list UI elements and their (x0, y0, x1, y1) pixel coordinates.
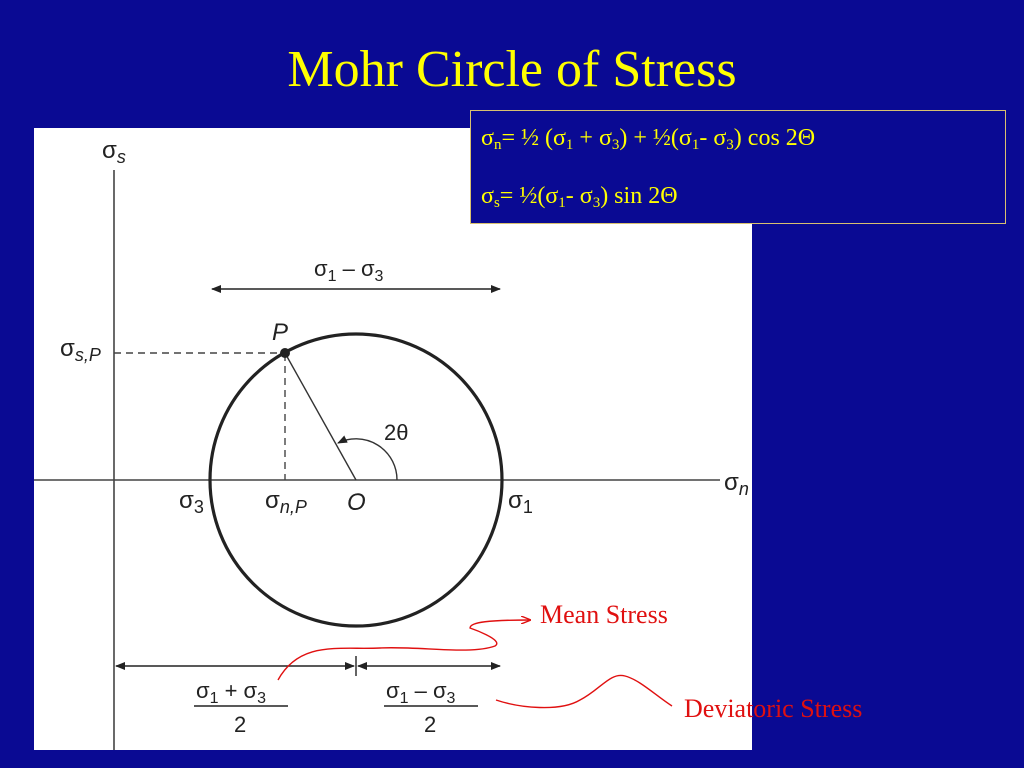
deviatoric-stress-label: Deviatoric Stress (684, 694, 863, 723)
formula-box: σn= ½ (σ1 + σ3) + ½(σ1- σ3) cos 2Θ σs= ½… (470, 110, 1006, 224)
normal-stress-formula: σn= ½ (σ1 + σ3) + ½(σ1- σ3) cos 2Θ (481, 125, 816, 153)
mean-fraction-numerator: σ1 + σ3 (196, 678, 266, 707)
sigma-n-p-label: σn,P (265, 487, 307, 517)
sigma-s-p-label: σs,P (60, 335, 101, 365)
deviatoric-fraction-denominator: 2 (424, 712, 436, 737)
mean-fraction-denominator: 2 (234, 712, 246, 737)
sigma-1-label: σ1 (508, 487, 533, 517)
sigma-n-axis-label: σn (724, 469, 749, 499)
point-p (280, 348, 290, 358)
point-p-label: P (272, 319, 288, 346)
mean-stress-label: Mean Stress (540, 600, 668, 629)
sigma-3-label: σ3 (179, 487, 204, 517)
slide-title: Mohr Circle of Stress (287, 41, 737, 98)
radius-op (284, 352, 357, 481)
sigma-s-axis-label: σs (102, 137, 126, 167)
angle-arc-2theta (337, 435, 398, 481)
deviatoric-fraction-numerator: σ1 – σ3 (386, 678, 456, 707)
shear-stress-formula: σs= ½(σ1- σ3) sin 2Θ (481, 183, 678, 211)
diameter-label: σ1 – σ3 (314, 256, 384, 285)
angle-label: 2θ (384, 420, 408, 445)
center-o-label: O (347, 489, 366, 516)
